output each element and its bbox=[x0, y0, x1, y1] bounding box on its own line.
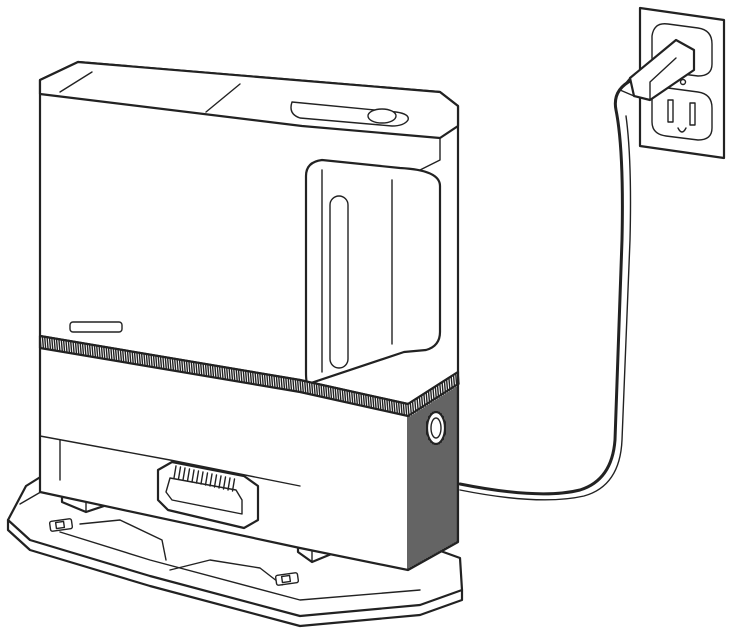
vent-grille bbox=[409, 386, 457, 570]
contact-left-icon bbox=[48, 518, 74, 532]
charging-contacts bbox=[48, 518, 300, 586]
bin-pull-handle bbox=[156, 460, 260, 530]
docking-station bbox=[38, 60, 460, 572]
grip-band bbox=[38, 334, 460, 418]
power-plug bbox=[619, 38, 696, 102]
cord-port-icon bbox=[425, 410, 447, 446]
contact-right-icon bbox=[274, 572, 300, 586]
side-water-tank bbox=[304, 158, 442, 386]
label-slot bbox=[69, 321, 123, 333]
power-cord bbox=[458, 78, 634, 501]
dust-bin-lid bbox=[290, 101, 409, 127]
